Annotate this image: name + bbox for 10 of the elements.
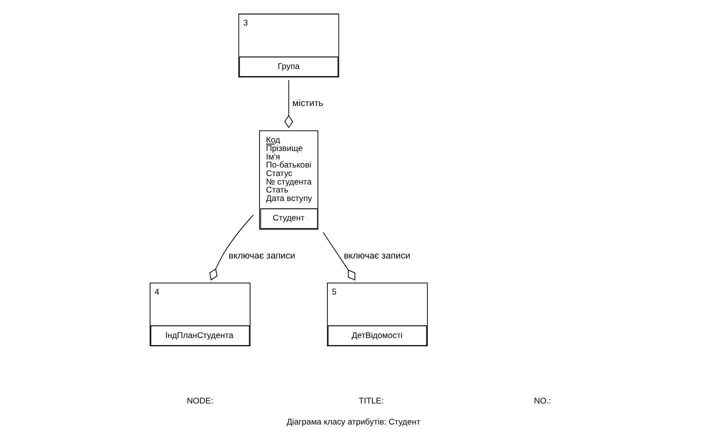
label: NODE:: [186, 395, 213, 406]
label: TITLE:: [358, 395, 384, 406]
diagram-title: Діаграма класу атрибутів: Студент: [286, 416, 420, 427]
edge-label: включає записи: [343, 250, 410, 260]
label: NO.:: [533, 395, 551, 406]
edge-label: містить: [292, 98, 323, 108]
edge-label: включає записи: [228, 250, 295, 260]
connector: [322, 232, 355, 281]
connector: [284, 80, 293, 128]
connector: [208, 214, 254, 280]
